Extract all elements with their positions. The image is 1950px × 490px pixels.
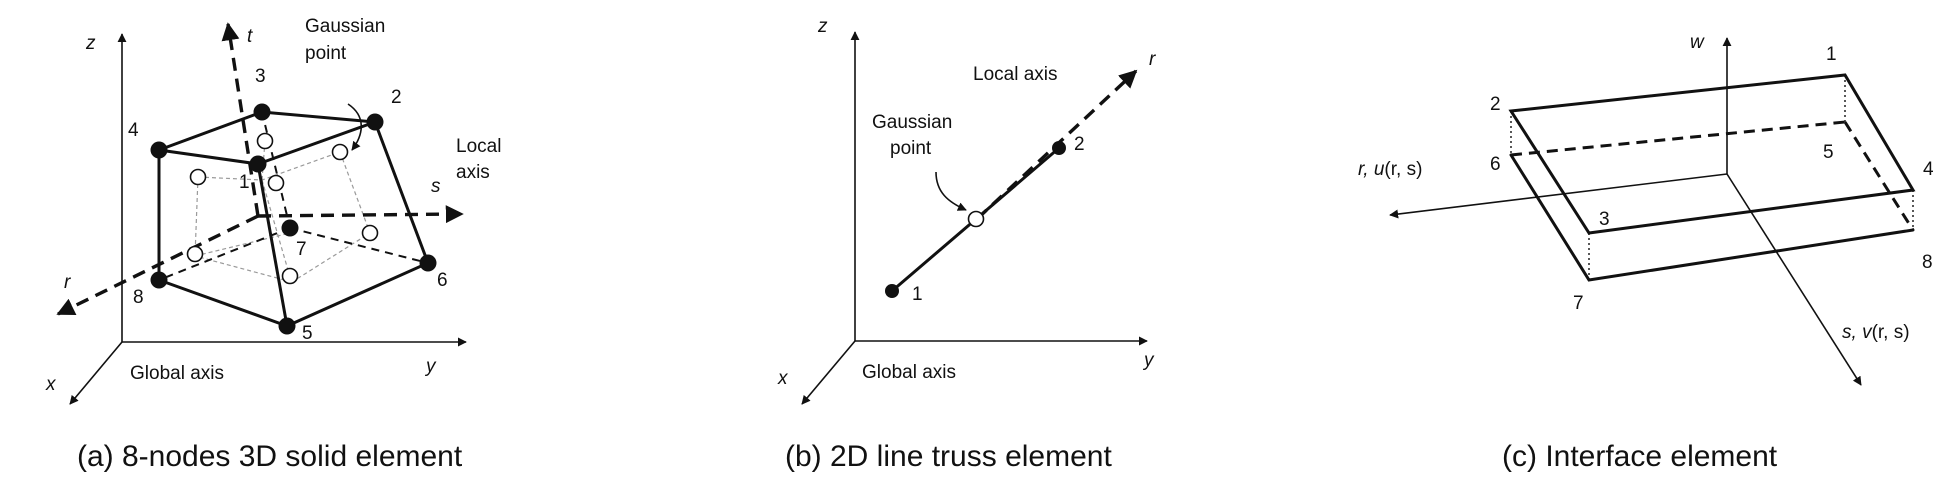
x-axis-line [69, 341, 123, 405]
gauss-point [189, 168, 207, 186]
s-axis-line [257, 205, 464, 224]
y-axis-label: y [1142, 350, 1155, 371]
global-axis-label: Global axis [862, 362, 956, 383]
local-axis-label-line1: Local [456, 136, 501, 157]
panel-b-local-axis: r Local axis [973, 49, 1156, 221]
gauss-label-line1: Gaussian [872, 112, 952, 133]
r-axis-label: r, u(r, s) [1358, 159, 1422, 180]
r-axis-label: r [64, 272, 71, 293]
caption-c: (c) Interface element [1502, 440, 1778, 473]
panel-c-axes: w r, u(r, s) s, v(r, s) [1358, 32, 1910, 386]
node-3 [253, 103, 271, 121]
w-axis-label: w [1690, 32, 1705, 53]
node-label-5: 5 [1823, 142, 1834, 163]
caption-b: (b) 2D line truss element [785, 440, 1112, 473]
node-label-1: 1 [239, 172, 250, 193]
gauss-point [361, 224, 379, 242]
node-label-6: 6 [437, 270, 448, 291]
gauss-callout-arrow [935, 171, 967, 211]
node-label-7: 7 [296, 239, 307, 260]
panel-a-gauss-callout: Gaussian point [305, 16, 385, 151]
node-5 [278, 317, 296, 335]
z-axis-label: z [85, 33, 96, 54]
panel-a-nodes: 1 2 3 4 5 6 7 8 [128, 66, 448, 344]
r-axis-label: r [1149, 49, 1156, 70]
global-axis-label: Global axis [130, 363, 224, 384]
node-1 [885, 284, 899, 298]
node-8 [150, 271, 168, 289]
panel-c-solid-edges [1508, 73, 1916, 282]
y-axis-label: y [424, 356, 437, 377]
node-label-1: 1 [1826, 44, 1837, 65]
node-label-8: 8 [1922, 252, 1933, 273]
gauss-callout-arrow [347, 103, 363, 151]
node-label-6: 6 [1490, 154, 1501, 175]
panel-b-global-axes: z y x Global axis [777, 16, 1155, 405]
node-label-5: 5 [302, 323, 313, 344]
panel-b: z y x Global axis r Local axis 1 2 Gauss… [777, 16, 1156, 473]
gauss-point [331, 143, 349, 161]
gauss-point [256, 132, 274, 150]
node-label-3: 3 [1599, 209, 1610, 230]
panel-b-truss: 1 2 [885, 134, 1085, 305]
node-label-1: 1 [912, 284, 923, 305]
node-6 [419, 254, 437, 272]
panel-a-hidden-lines [194, 140, 371, 283]
z-axis-label: z [817, 16, 828, 37]
gauss-label-line1: Gaussian [305, 16, 385, 37]
t-axis-line [221, 22, 260, 217]
node-2 [366, 113, 384, 131]
x-axis-label: x [777, 368, 789, 389]
node-4 [150, 141, 168, 159]
x-axis-label: x [45, 374, 57, 395]
s-axis-line [1726, 173, 1862, 386]
panel-a-global-axes: z y x Global axis [45, 33, 467, 405]
node-label-2: 2 [1490, 94, 1501, 115]
caption-a: (a) 8-nodes 3D solid element [77, 440, 463, 473]
node-label-4: 4 [128, 120, 139, 141]
panel-c: w r, u(r, s) s, v(r, s) 1 2 3 4 5 6 [1358, 32, 1934, 473]
panel-a: z y x Global axis t s r Lo [45, 16, 501, 473]
node-7 [281, 219, 299, 237]
gauss-label-line2: point [305, 43, 347, 64]
node-label-2: 2 [391, 87, 402, 108]
s-axis-label: s [431, 176, 441, 197]
gauss-point [967, 210, 985, 228]
gauss-label-line2: point [890, 138, 932, 159]
panel-c-hidden-edges [1510, 75, 1915, 280]
local-axis-label: Local axis [973, 64, 1058, 85]
gauss-point [186, 245, 204, 263]
panel-a-solid-edges [157, 110, 430, 328]
panel-c-node-labels: 1 2 3 4 5 6 7 8 [1490, 44, 1934, 314]
panel-a-hidden-edges [158, 111, 429, 281]
node-label-7: 7 [1573, 293, 1584, 314]
panel-b-gauss-callout: Gaussian point [872, 112, 967, 211]
local-axis-label-line2: axis [456, 162, 490, 183]
top-face [1508, 73, 1916, 235]
panel-a-gauss-points [186, 132, 379, 285]
t-axis-label: t [247, 26, 253, 47]
node-2 [1052, 141, 1066, 155]
node-label-8: 8 [133, 287, 144, 308]
node-label-2: 2 [1074, 134, 1085, 155]
r-axis-line [1389, 173, 1728, 219]
s-axis-label: s, v(r, s) [1842, 322, 1910, 343]
panel-a-local-axes: t s r Local axis [56, 22, 501, 316]
x-axis-line [801, 340, 856, 405]
gauss-point [281, 267, 299, 285]
node-1 [249, 155, 267, 173]
node-label-3: 3 [255, 66, 266, 87]
node-label-4: 4 [1923, 159, 1934, 180]
gauss-point [267, 174, 285, 192]
